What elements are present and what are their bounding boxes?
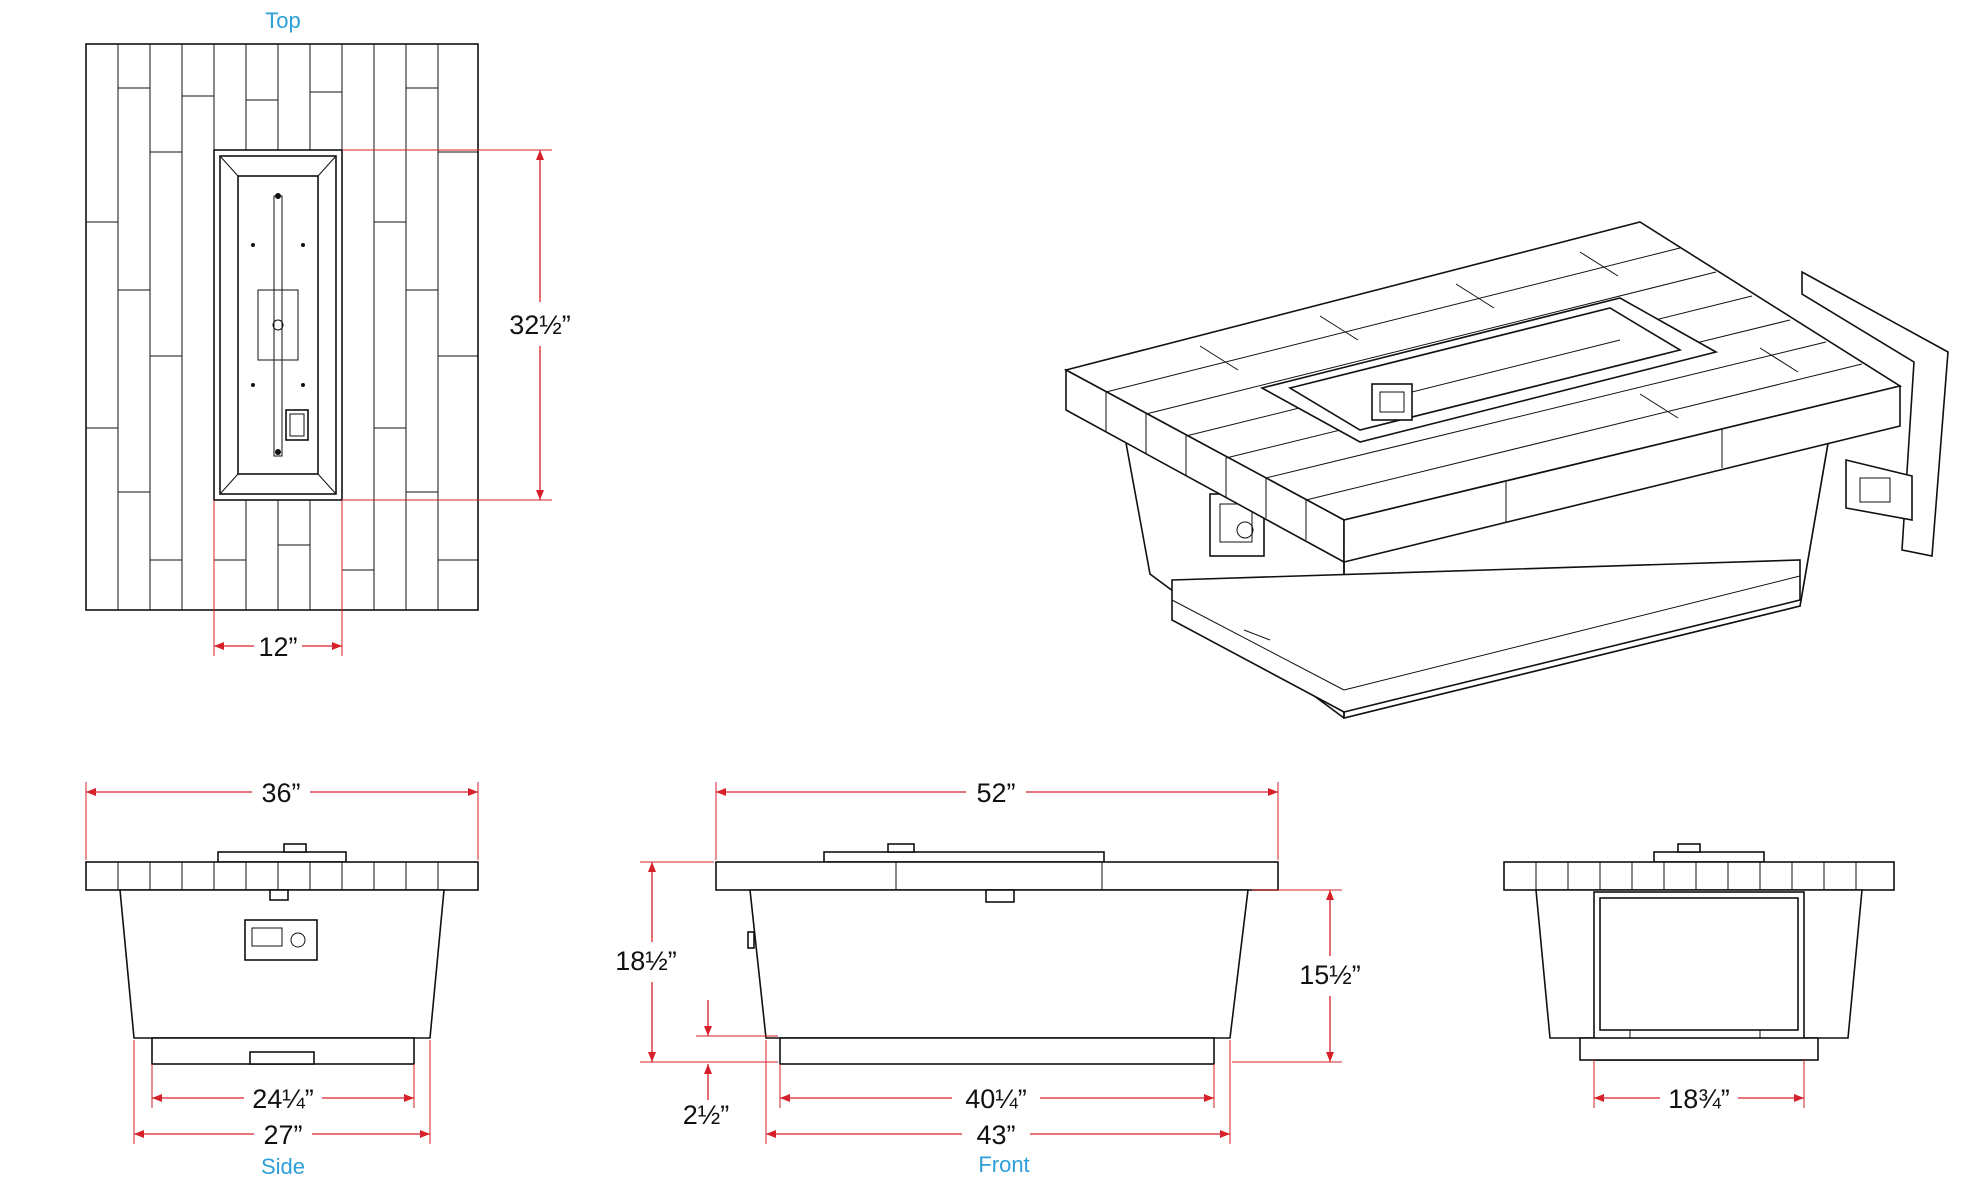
front-view: 52” 18½” 15½” 2½” <box>615 778 1361 1177</box>
dim-front-base-outer: 43” <box>976 1120 1015 1150</box>
dim-front-base-inner: 40¼” <box>965 1084 1027 1114</box>
front-view-label: Front <box>978 1152 1029 1177</box>
dim-side-overall: 36” <box>261 778 300 808</box>
dim-front-base-height: 2½” <box>683 1100 730 1130</box>
isometric-view <box>1063 221 1949 720</box>
dim-front-height-body: 15½” <box>1299 960 1361 990</box>
dim-top-width: 12” <box>258 632 297 662</box>
side-dimension-base-inner: 24¼” <box>151 1064 415 1114</box>
back-dimension-door-width: 18¾” <box>1593 1060 1805 1114</box>
back-view: 18¾” <box>1503 843 1895 1114</box>
top-dimension-length: 32½” <box>342 149 571 501</box>
side-view-label: Side <box>261 1154 305 1179</box>
top-view-burner-pan <box>213 149 343 501</box>
top-dimension-width: 12” <box>213 500 343 662</box>
front-dimension-base-height: 2½” <box>683 1000 778 1130</box>
side-dimension-base-outer: 27” <box>133 1040 431 1150</box>
dim-side-base-inner: 24¼” <box>252 1084 314 1114</box>
front-dimension-overall: 52” <box>715 778 1279 860</box>
front-dimension-base-outer: 43” <box>765 1040 1231 1150</box>
dim-front-height-total: 18½” <box>615 946 677 976</box>
front-dimension-height-body: 15½” <box>1232 889 1361 1063</box>
dim-back-door-width: 18¾” <box>1668 1084 1730 1114</box>
dim-top-length: 32½” <box>509 310 571 340</box>
side-view: 36” 24¼” 27” Side <box>85 778 479 1179</box>
top-view-label: Top <box>265 8 300 33</box>
side-dimension-overall: 36” <box>85 778 479 860</box>
dim-front-overall: 52” <box>976 778 1015 808</box>
top-view: Top <box>85 8 571 662</box>
front-dimension-base-inner: 40¼” <box>779 1064 1215 1114</box>
dim-side-base-outer: 27” <box>263 1120 302 1150</box>
front-dimension-height-total: 18½” <box>615 861 778 1063</box>
